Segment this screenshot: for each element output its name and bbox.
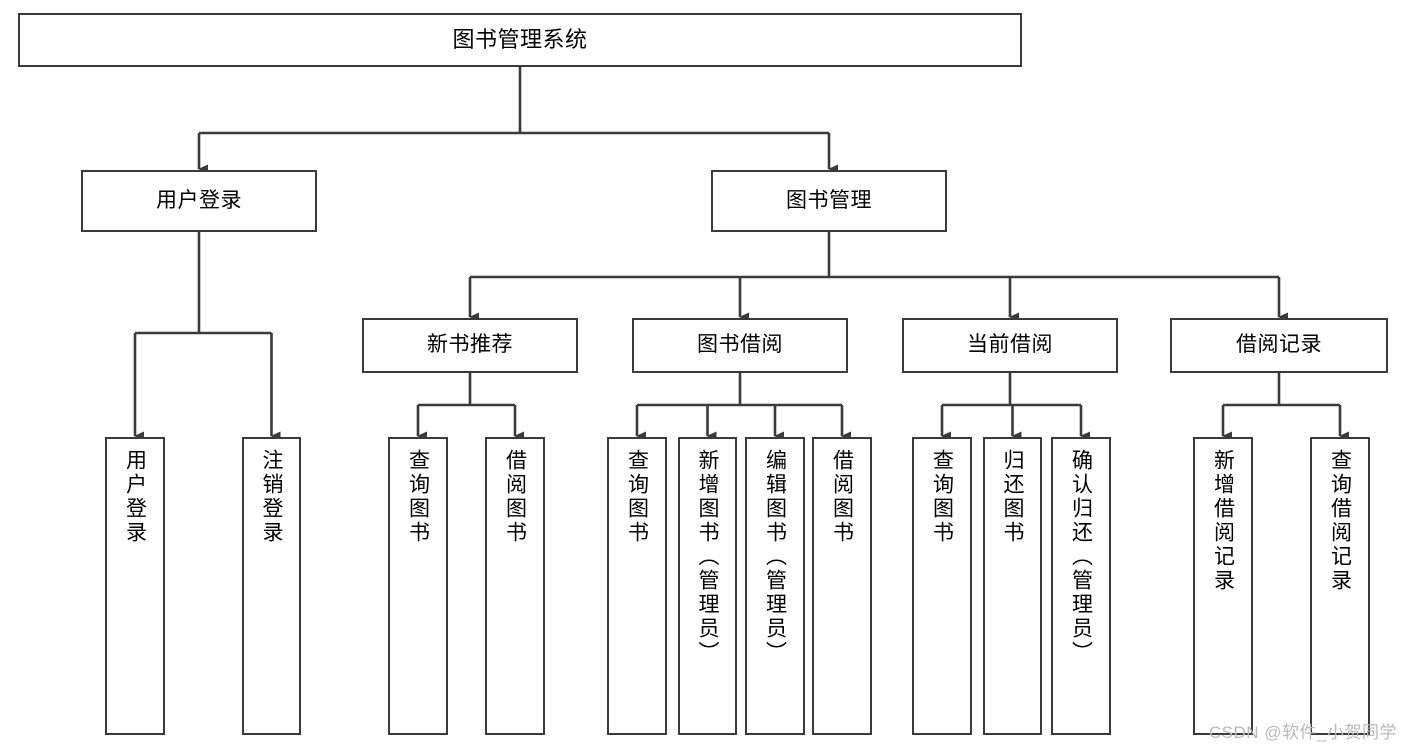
node-leaf-borrow-edit-book[interactable]: 编辑图书（管理员） <box>745 437 805 735</box>
watermark-text: CSDN @软件_小贺同学 <box>1208 723 1397 742</box>
node-book-management[interactable]: 图书管理 <box>711 170 947 232</box>
node-leaf-user-logout[interactable]: 注销登录 <box>242 437 301 735</box>
node-label: 用户登录 <box>123 449 147 545</box>
node-label: 归还图书 <box>1001 449 1024 545</box>
node-label: 新书推荐 <box>427 333 513 357</box>
node-leaf-current-query-book[interactable]: 查询图书 <box>912 437 972 735</box>
node-leaf-borrow-add-book[interactable]: 新增图书（管理员） <box>678 437 737 735</box>
node-borrow-record[interactable]: 借阅记录 <box>1170 318 1388 373</box>
node-label: 图书管理系统 <box>452 27 588 53</box>
node-label: 借阅图书 <box>830 449 854 545</box>
node-label: 确认归还（管理员） <box>1069 449 1093 665</box>
node-label: 查询借阅记录 <box>1328 449 1352 593</box>
node-label: 查询图书 <box>625 449 649 545</box>
node-label: 图书管理 <box>786 188 872 212</box>
node-label: 查询图书 <box>406 449 430 545</box>
node-label: 注销登录 <box>260 449 283 545</box>
node-leaf-current-confirm-return[interactable]: 确认归还（管理员） <box>1051 437 1111 735</box>
node-leaf-recommend-query-book[interactable]: 查询图书 <box>388 437 448 735</box>
node-leaf-record-add[interactable]: 新增借阅记录 <box>1193 437 1253 735</box>
node-label: 新增借阅记录 <box>1211 449 1235 593</box>
node-leaf-borrow-borrow-book[interactable]: 借阅图书 <box>812 437 872 735</box>
node-label: 查询图书 <box>930 449 954 545</box>
node-leaf-borrow-query-book[interactable]: 查询图书 <box>607 437 667 735</box>
node-current-borrow[interactable]: 当前借阅 <box>902 318 1118 373</box>
node-label: 借阅图书 <box>503 449 527 545</box>
node-label: 图书借阅 <box>697 333 783 357</box>
node-label: 借阅记录 <box>1236 333 1322 357</box>
node-leaf-current-return-book[interactable]: 归还图书 <box>983 437 1042 735</box>
node-label: 用户登录 <box>156 188 242 212</box>
node-new-book-recommend[interactable]: 新书推荐 <box>362 318 578 373</box>
node-leaf-user-login[interactable]: 用户登录 <box>105 437 165 735</box>
node-leaf-record-query[interactable]: 查询借阅记录 <box>1310 437 1370 735</box>
node-label: 当前借阅 <box>967 333 1053 357</box>
node-label: 新增图书（管理员） <box>696 449 719 665</box>
node-user-login[interactable]: 用户登录 <box>81 170 317 232</box>
node-root[interactable]: 图书管理系统 <box>18 13 1022 67</box>
node-book-borrow[interactable]: 图书借阅 <box>632 318 848 373</box>
node-label: 编辑图书（管理员） <box>763 449 787 665</box>
node-leaf-recommend-borrow-book[interactable]: 借阅图书 <box>485 437 545 735</box>
